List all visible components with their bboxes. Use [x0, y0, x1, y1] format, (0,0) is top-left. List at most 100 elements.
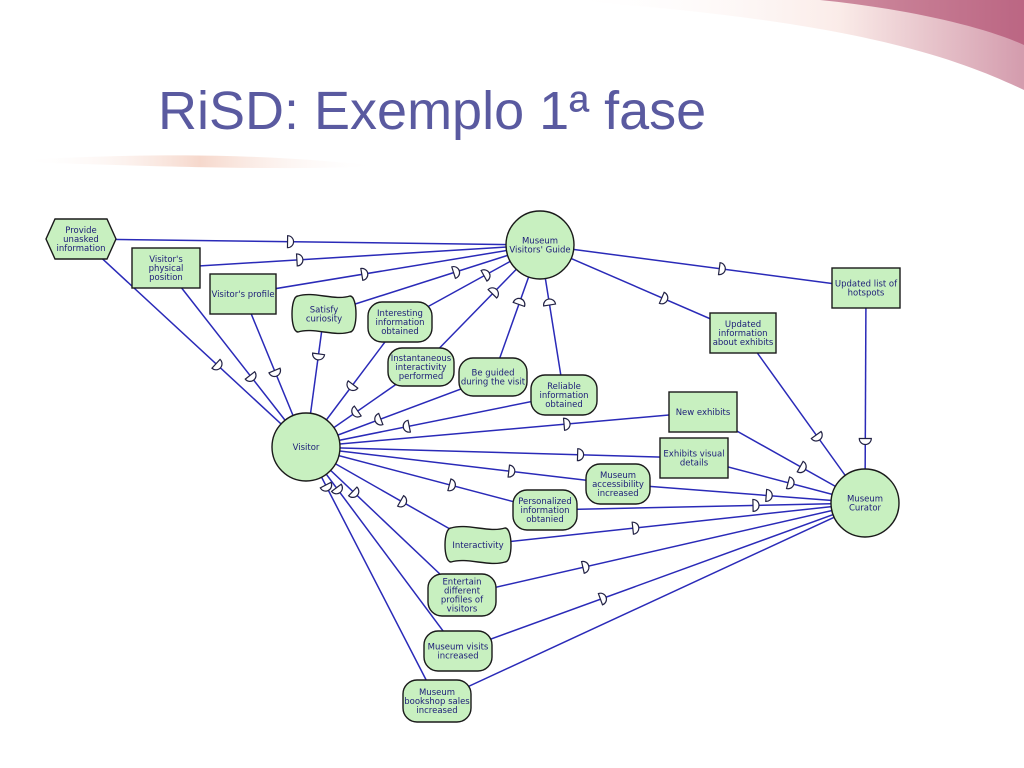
- dependency-marker: [396, 494, 408, 508]
- node-label: performed: [399, 372, 444, 382]
- node-label: Interactivity: [452, 541, 503, 551]
- dependency-marker: [658, 291, 669, 305]
- node-label: different: [444, 587, 481, 597]
- dependency-link: [305, 446, 459, 652]
- dependency-marker: [580, 560, 590, 574]
- dependency-link: [436, 502, 866, 702]
- node-label: Museum: [600, 471, 636, 481]
- node-label: physical: [149, 264, 184, 274]
- node-label: Museum: [419, 688, 455, 698]
- node-label: Museum visits: [428, 643, 489, 653]
- node-label: position: [149, 273, 183, 283]
- dependency-marker: [858, 437, 872, 446]
- dependency-marker: [543, 298, 557, 307]
- dependency-marker: [402, 419, 412, 433]
- dependency-marker: [451, 266, 461, 280]
- dependency-marker: [347, 486, 360, 498]
- node-label: increased: [437, 652, 478, 662]
- dependency-marker: [351, 405, 363, 418]
- dependency-link: [80, 238, 307, 448]
- dependency-marker: [810, 430, 823, 442]
- dependency-link: [477, 502, 866, 546]
- dependency-link: [461, 502, 866, 596]
- node-label: Instantaneous: [391, 354, 452, 364]
- slide-title: RiSD: Exemplo 1ª fase: [158, 81, 707, 141]
- dependency-link: [742, 332, 866, 504]
- node-label: increased: [597, 489, 638, 499]
- node-label: interactivity: [395, 363, 446, 373]
- node-label: obtained: [381, 327, 419, 337]
- dependency-marker: [346, 380, 359, 392]
- node-label: Visitors' Guide: [509, 246, 570, 256]
- node-interactivity: Interactivity: [444, 525, 512, 565]
- node-label: Satisfy: [310, 306, 339, 316]
- dependency-link: [242, 244, 541, 295]
- dependency-link: [539, 244, 744, 334]
- node-label: bookshop sales: [404, 697, 470, 707]
- dependency-marker: [319, 481, 333, 492]
- node-label: Museum: [522, 237, 558, 247]
- node-label: Reliable: [547, 382, 581, 392]
- dependency-link: [305, 394, 565, 448]
- node-label: Curator: [849, 504, 882, 514]
- dependency-marker: [374, 412, 384, 426]
- dependency-marker: [286, 235, 295, 249]
- node-label: Provide: [65, 226, 97, 236]
- dependency-marker: [562, 417, 571, 431]
- dependency-marker: [631, 521, 640, 535]
- dependency-link: [165, 267, 307, 448]
- node-label: Updated list of: [835, 280, 898, 290]
- dependency-marker: [785, 476, 795, 490]
- node-label: obtanied: [526, 515, 564, 525]
- node-label: Updated: [725, 320, 761, 330]
- node-label: New exhibits: [676, 408, 731, 418]
- dependency-marker: [480, 269, 491, 282]
- dependency-link: [305, 411, 704, 448]
- node-label: about exhibits: [713, 338, 774, 348]
- dependency-link: [323, 244, 541, 315]
- dependency-marker: [765, 488, 773, 502]
- node-label: Entertain: [442, 578, 481, 588]
- dependency-link: [864, 287, 867, 504]
- dependency-marker: [597, 592, 608, 606]
- dependency-marker: [244, 370, 257, 382]
- dependency-marker: [295, 253, 304, 267]
- node-label: profiles of: [441, 596, 484, 606]
- node-label: information: [375, 318, 424, 328]
- node-label: visitors: [447, 605, 478, 615]
- node-label: Visitor's profile: [211, 290, 274, 300]
- node-visitor: Visitor: [271, 412, 341, 482]
- dependency-marker: [512, 297, 526, 308]
- node-label: Personalized: [518, 497, 572, 507]
- node-label: Visitor's: [149, 255, 183, 265]
- dependency-link: [305, 446, 463, 596]
- dependency-link: [305, 446, 619, 485]
- node-label: Be guided: [472, 369, 515, 379]
- node-label: information: [718, 329, 767, 339]
- node-label: unasked: [63, 235, 99, 245]
- dependency-marker: [360, 267, 369, 282]
- dependency-link: [544, 502, 866, 511]
- dependency-link: [80, 238, 541, 246]
- node-label: Museum: [847, 495, 883, 505]
- dependency-marker: [447, 478, 456, 492]
- node-new-exhibits: New exhibits: [668, 391, 738, 433]
- dependency-link: [305, 446, 695, 459]
- node-label: during the visit: [461, 378, 526, 388]
- node-label: obtained: [545, 400, 583, 410]
- dependency-marker: [796, 460, 807, 474]
